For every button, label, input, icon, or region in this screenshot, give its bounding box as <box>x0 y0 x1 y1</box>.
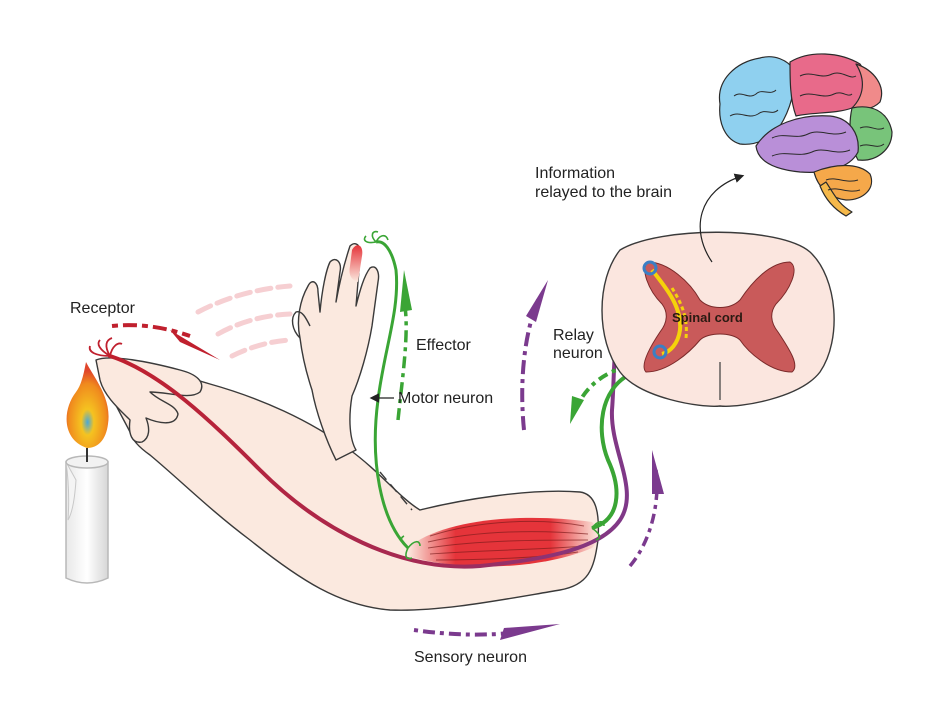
motor-neuron-path <box>373 240 410 550</box>
receptor-endings <box>88 337 123 357</box>
relay-neuron-label-line2: neuron <box>553 345 603 362</box>
spinal-cord-label: Spinal cord <box>672 310 743 325</box>
receptor-flow-arrow <box>111 323 220 360</box>
info-to-brain-arrow <box>699 173 745 263</box>
motor-out-flow-arrow <box>570 364 631 424</box>
heat-waves <box>195 283 293 359</box>
effector-label: Effector <box>416 337 471 354</box>
flame-icon <box>66 362 109 448</box>
synapse-lower <box>652 344 668 360</box>
sensory-neuron-path <box>108 266 650 569</box>
sensory-neuron-flow-arrow <box>413 624 560 640</box>
receptor-label: Receptor <box>70 300 135 317</box>
sensory-neuron-label: Sensory neuron <box>414 649 527 666</box>
relay-flow-arrow <box>520 280 548 431</box>
effector-fingertip <box>349 245 363 282</box>
candle-icon <box>65 362 109 584</box>
relay-neuron-path <box>650 268 683 356</box>
brain-icon <box>718 53 893 217</box>
motor-endings <box>363 230 605 560</box>
spinal-cord-cross-section-icon <box>601 231 835 407</box>
synapse-upper <box>642 260 658 276</box>
effector-flow-arrow <box>396 270 412 421</box>
relay-neuron-label-line1: Relay <box>553 327 594 344</box>
motor-neuron-label: Motor neuron <box>398 390 494 407</box>
info-label-line2: relayed to the brain <box>535 184 672 201</box>
info-label-line1: Information <box>535 165 616 182</box>
sensory-up-flow-arrow <box>628 450 664 568</box>
